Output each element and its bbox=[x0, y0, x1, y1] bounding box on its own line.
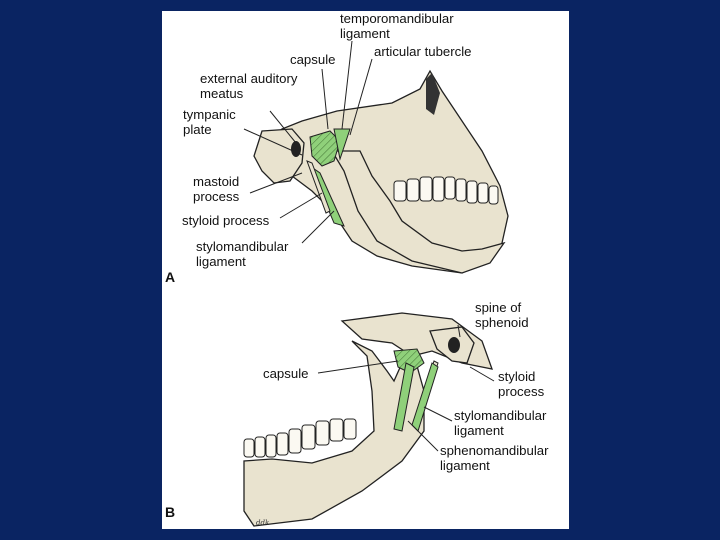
label-styloid-process-a: styloid process bbox=[182, 213, 269, 228]
panel-label-b: B bbox=[165, 504, 175, 520]
auditory-meatus-a bbox=[291, 141, 301, 157]
panel-label-a: A bbox=[165, 269, 175, 285]
label-articular-tubercle: articular tubercle bbox=[374, 44, 471, 59]
label-capsule-b: capsule bbox=[263, 366, 308, 381]
label-capsule-a: capsule bbox=[290, 52, 335, 67]
foramen-b bbox=[448, 337, 460, 353]
artist-signature: ddk bbox=[256, 519, 269, 527]
teeth-b bbox=[244, 419, 356, 457]
